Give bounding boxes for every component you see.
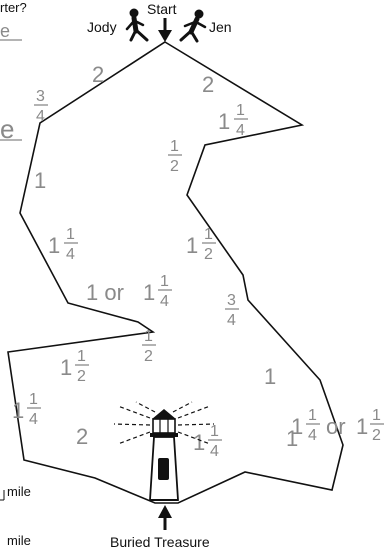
svg-text:1: 1	[29, 391, 38, 408]
mile-label-upper: mile	[7, 484, 31, 499]
svg-text:4: 4	[308, 427, 317, 444]
svg-text:4: 4	[160, 293, 169, 310]
svg-text:1: 1	[60, 355, 72, 380]
svg-text:1: 1	[48, 233, 60, 258]
svg-text:1: 1	[356, 414, 368, 439]
distance-mixed-number: 1 1 4	[218, 102, 248, 139]
svg-text:2: 2	[77, 368, 86, 385]
walking-person-icon	[181, 10, 205, 41]
jody-label: Jody	[87, 19, 117, 35]
distance-alternative-label: 1 1 4 or 1 1 2	[291, 407, 384, 444]
svg-text:1: 1	[186, 233, 198, 258]
distance-fraction: 1 2	[168, 138, 182, 175]
distance-label: 2	[202, 72, 214, 97]
treasure-arrow-icon	[158, 505, 172, 530]
svg-text:4: 4	[36, 108, 45, 125]
svg-text:1: 1	[193, 430, 205, 455]
cropped-answer-text: e	[0, 21, 10, 41]
start-label: Start	[147, 1, 177, 17]
svg-text:2: 2	[372, 427, 381, 444]
svg-text:1: 1	[218, 109, 230, 134]
svg-text:1: 1	[236, 102, 245, 119]
distance-mixed-number: 1 1 2	[60, 348, 89, 385]
svg-text:1: 1	[77, 348, 86, 365]
svg-text:2: 2	[170, 158, 179, 175]
svg-text:3: 3	[227, 292, 236, 309]
svg-text:1: 1	[144, 328, 153, 345]
svg-text:2: 2	[204, 246, 213, 263]
distance-alternative-label: 1 or 1 1 4	[86, 273, 172, 310]
buried-treasure-label: Buried Treasure	[110, 534, 210, 550]
distance-mixed-number: 1 1 4	[12, 391, 41, 428]
svg-text:1: 1	[372, 407, 381, 424]
svg-text:3: 3	[36, 88, 45, 105]
svg-text:1: 1	[143, 280, 155, 305]
svg-text:1: 1	[170, 138, 179, 155]
distance-label: 1	[286, 426, 298, 451]
svg-text:2: 2	[144, 348, 153, 365]
distance-label: 2	[76, 424, 88, 449]
distance-label: 1	[264, 364, 276, 389]
start-arrow-icon	[158, 18, 172, 42]
distance-label: 1	[34, 168, 46, 193]
svg-text:or: or	[326, 414, 346, 439]
jen-label: Jen	[209, 19, 232, 35]
svg-text:1: 1	[210, 423, 219, 440]
svg-text:1: 1	[308, 407, 317, 424]
distance-label: 2	[92, 62, 104, 87]
mile-label-lower: mile	[7, 533, 31, 548]
svg-text:1: 1	[160, 273, 169, 290]
svg-text:4: 4	[227, 312, 236, 329]
svg-text:4: 4	[29, 411, 38, 428]
distance-fraction: 1 2	[142, 328, 156, 365]
svg-text:4: 4	[236, 122, 245, 139]
svg-text:4: 4	[66, 246, 75, 263]
svg-text:1: 1	[204, 226, 213, 243]
svg-text:1: 1	[66, 226, 75, 243]
distance-mixed-number: 1 1 4	[193, 423, 222, 460]
svg-text:4: 4	[210, 443, 219, 460]
distance-fraction: 3 4	[225, 292, 239, 329]
svg-text:1 or: 1 or	[86, 280, 124, 305]
distance-mixed-number: 1 1 2	[186, 226, 216, 263]
walking-person-icon	[127, 9, 147, 40]
svg-text:1: 1	[12, 398, 24, 423]
cropped-question-text: rter?	[0, 0, 27, 15]
distance-mixed-number: 1 1 4	[48, 226, 78, 263]
